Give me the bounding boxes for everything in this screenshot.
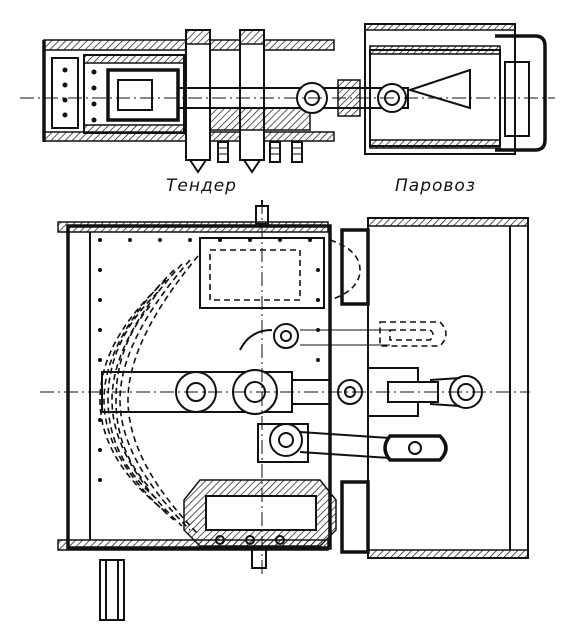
locomotive-label: Паровоз (395, 176, 476, 196)
rivet-row-top (62, 67, 97, 123)
tender-label: Тендер (166, 176, 237, 196)
bolt-row-top (217, 141, 303, 163)
bottom-plan-view (40, 200, 530, 621)
top-section-view (20, 23, 555, 174)
leaf-spring-stack (99, 255, 199, 535)
